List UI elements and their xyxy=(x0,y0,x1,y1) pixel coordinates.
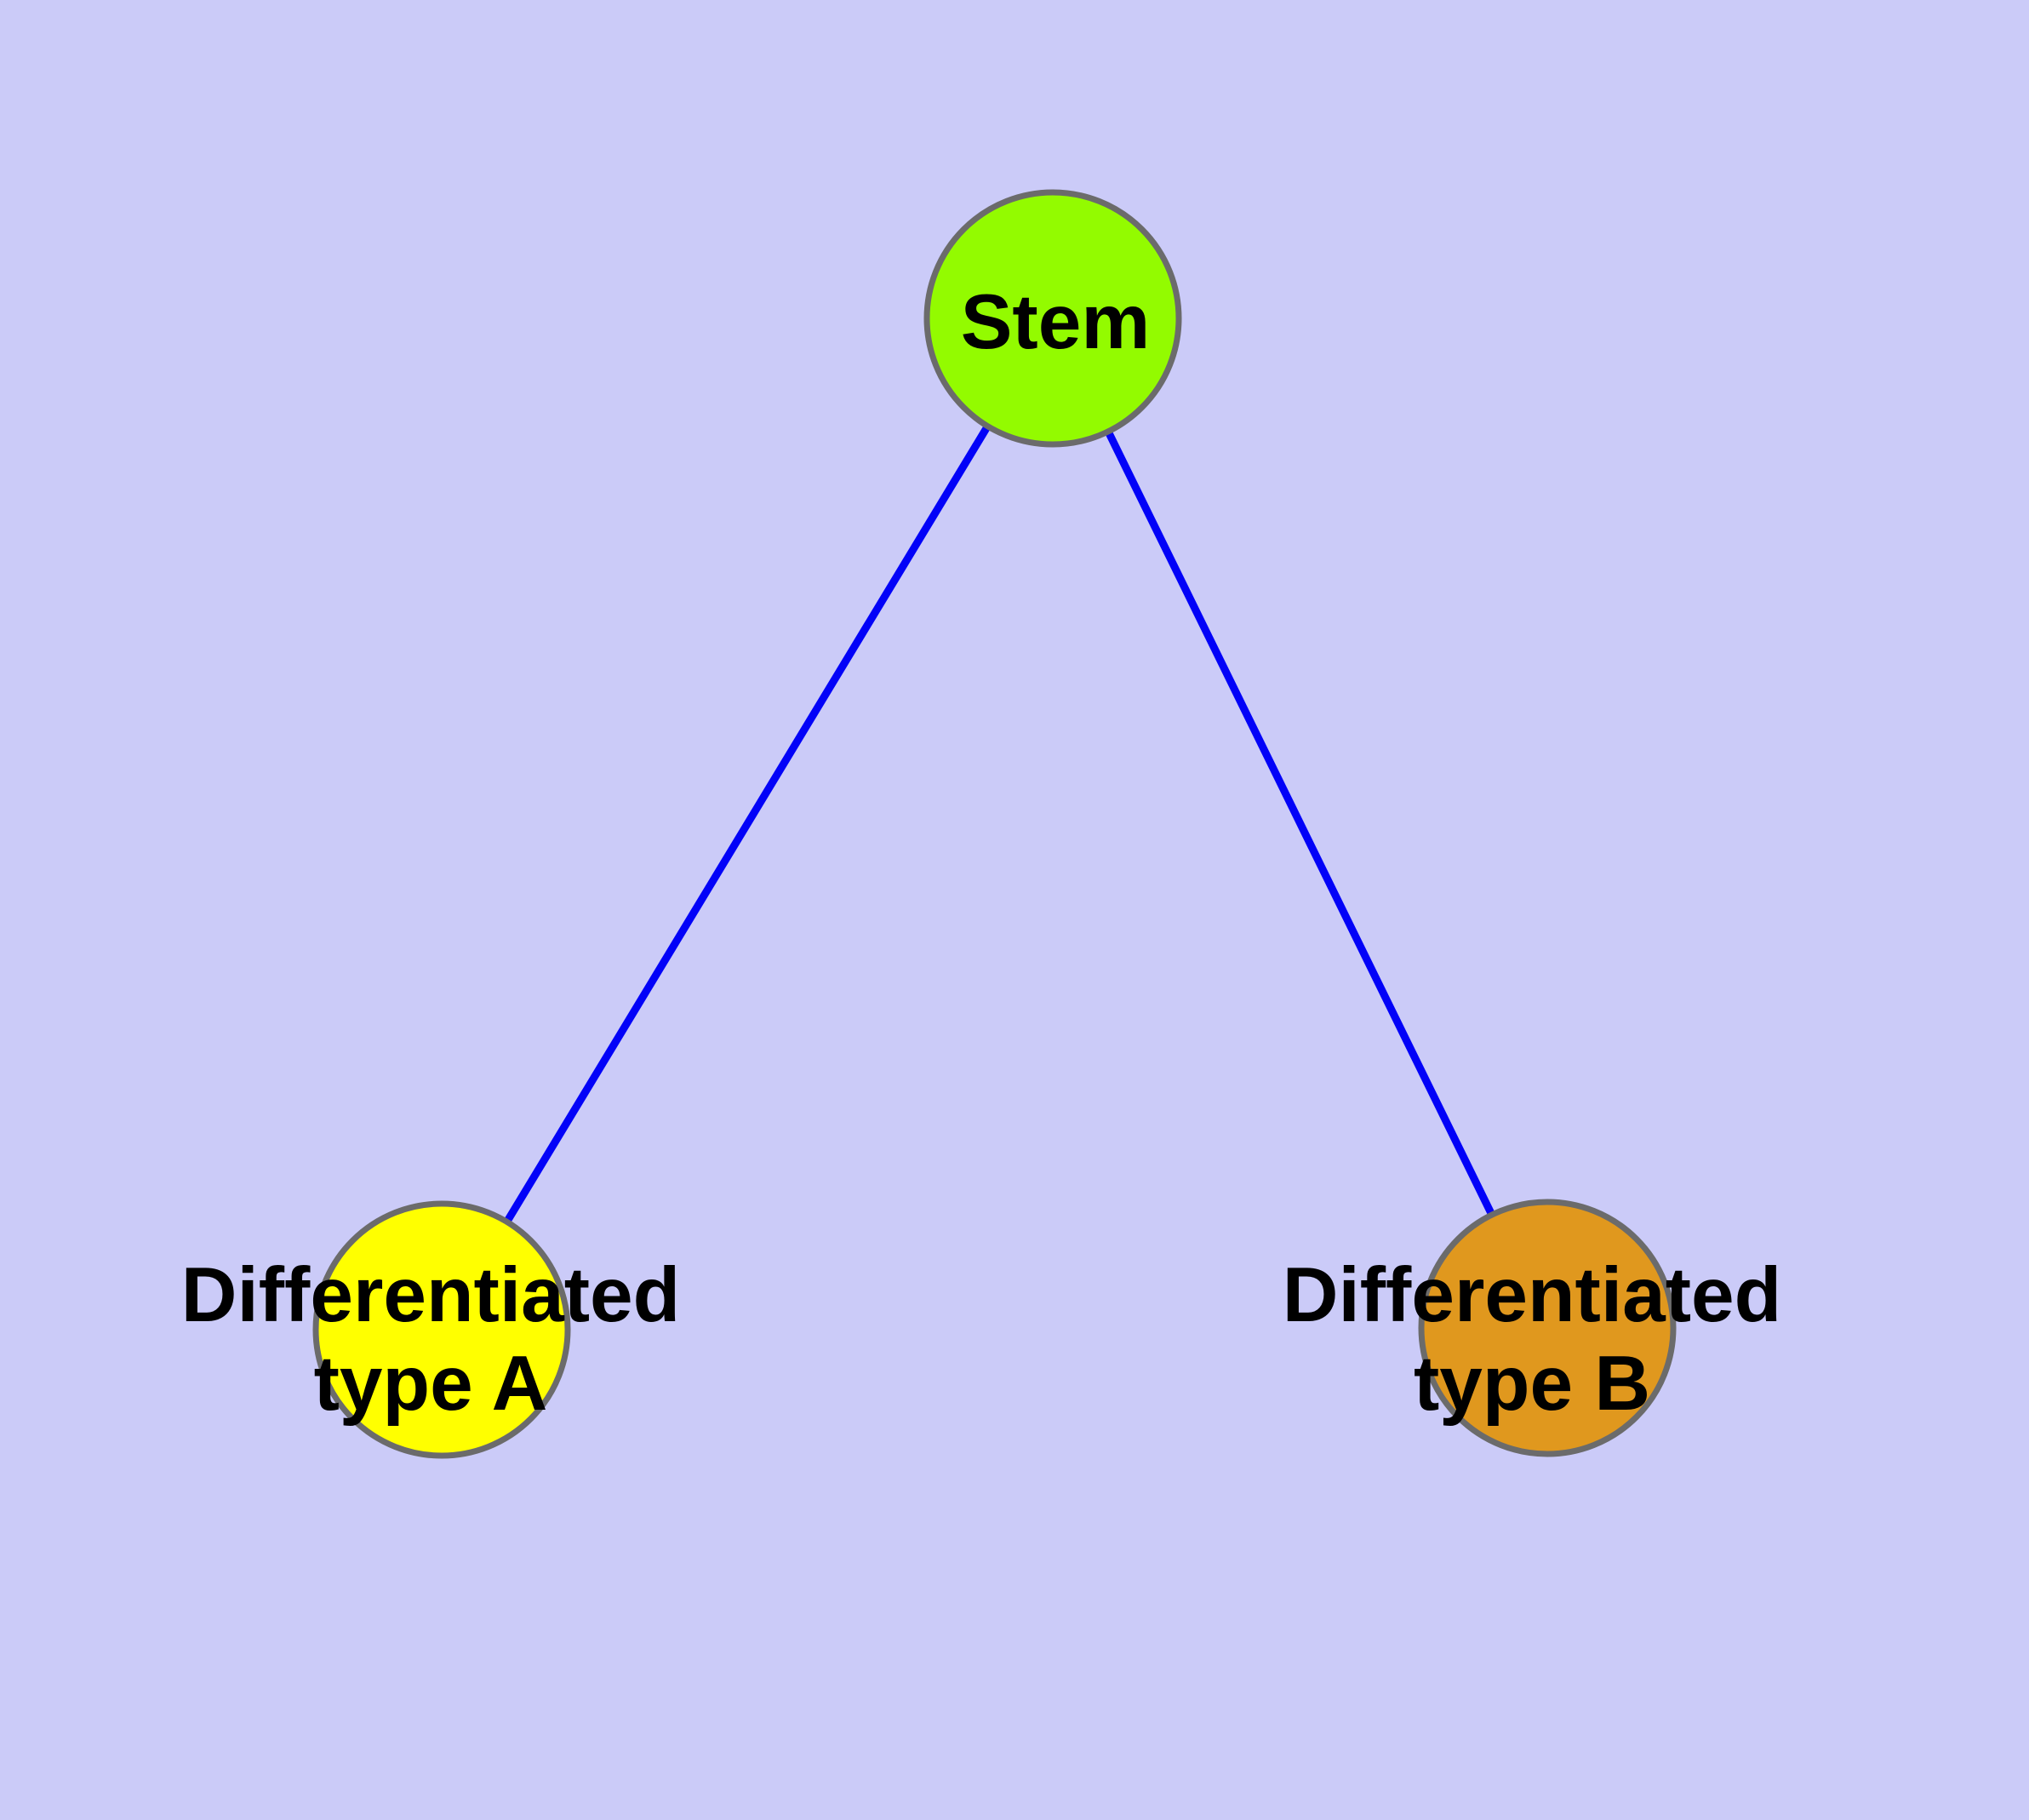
node-stem xyxy=(923,189,1182,448)
node-differentiated-type-a xyxy=(312,1200,571,1459)
node-type-b-label-line1: Differentiated xyxy=(1283,1252,1782,1338)
node-type-a-label-line1: Differentiated xyxy=(181,1252,681,1338)
node-type-b-label-line2: type B xyxy=(1414,1341,1650,1427)
edge-stem-to-type-b xyxy=(1049,314,1552,1332)
edge-stem-to-type-a xyxy=(437,314,1057,1334)
node-type-a-label-line2: type A xyxy=(314,1341,548,1427)
node-differentiated-type-b xyxy=(1418,1199,1677,1457)
node-stem-label: Stem xyxy=(961,279,1151,365)
